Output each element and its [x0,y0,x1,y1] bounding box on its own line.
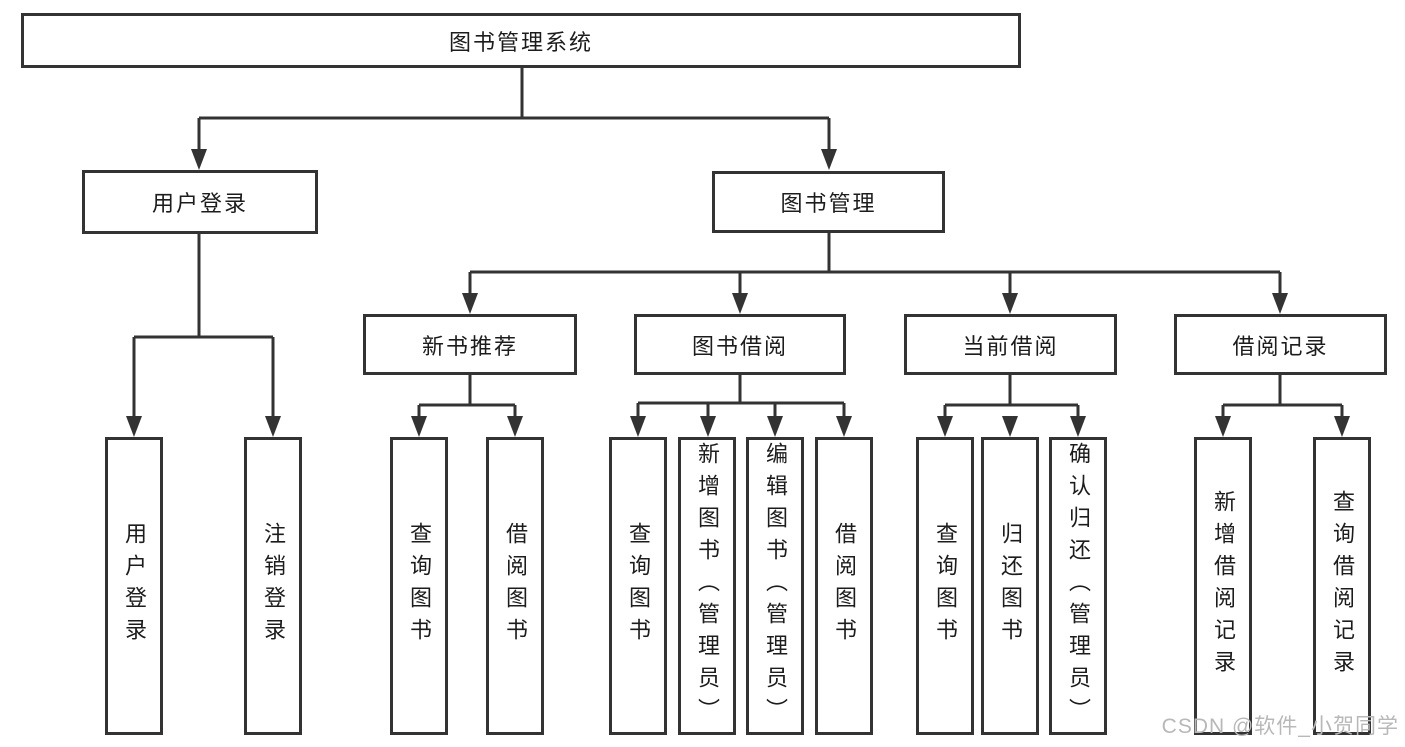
node-borrow-records: 借阅记录 [1174,314,1387,375]
connector-lines [132,68,1344,419]
leaf-label: 新增借阅记录 [1211,490,1236,682]
leaf-label: 编辑图书（管理员） [763,442,788,730]
node-book-borrow: 图书借阅 [634,314,846,375]
leaf-label: 查询图书 [407,522,432,650]
leaf-label: 查询图书 [933,522,958,650]
leaf-query-borrow-record: 查询借阅记录 [1313,437,1371,735]
node-current-borrow: 当前借阅 [904,314,1117,375]
leaf-label: 确认归还（管理员） [1066,442,1091,730]
leaf-user-login: 用户登录 [105,437,163,735]
leaf-logout: 注销登录 [244,437,302,735]
node-user-login: 用户登录 [82,170,318,234]
leaf-label: 查询图书 [626,522,651,650]
leaf-edit-books-admin: 编辑图书（管理员） [746,437,804,735]
leaf-add-books-admin: 新增图书（管理员） [678,437,736,735]
node-user-login-label: 用户登录 [151,191,248,216]
leaf-label: 新增图书（管理员） [695,442,720,730]
node-root-label: 图书管理系统 [448,29,593,55]
leaf-label: 借阅图书 [832,522,857,650]
leaf-borrow-books: 借阅图书 [815,437,873,735]
node-book-management: 图书管理 [712,171,945,233]
leaf-query-books: 查询图书 [916,437,974,735]
leaf-query-books: 查询图书 [609,437,667,735]
leaf-query-books: 查询图书 [390,437,448,735]
leaf-label: 归还图书 [998,522,1023,650]
node-new-book-recommend-label: 新书推荐 [421,333,518,359]
node-borrow-records-label: 借阅记录 [1232,333,1329,359]
leaf-return-books: 归还图书 [981,437,1039,735]
leaf-label: 借阅图书 [503,522,528,650]
leaf-add-borrow-record: 新增借阅记录 [1194,437,1252,735]
leaf-borrow-books: 借阅图书 [486,437,544,735]
node-book-management-label: 图书管理 [780,191,877,216]
node-book-borrow-label: 图书借阅 [691,333,788,359]
leaf-label: 用户登录 [122,522,147,650]
watermark: CSDN @软件_小贺同学 [1161,715,1399,738]
leaf-confirm-return-admin: 确认归还（管理员） [1049,437,1107,735]
node-root: 图书管理系统 [21,13,1021,68]
node-new-book-recommend: 新书推荐 [363,314,577,375]
leaf-label: 查询借阅记录 [1330,490,1355,682]
leaf-label: 注销登录 [261,522,286,650]
node-current-borrow-label: 当前借阅 [962,333,1059,359]
arrowhead-icons [126,149,1350,437]
